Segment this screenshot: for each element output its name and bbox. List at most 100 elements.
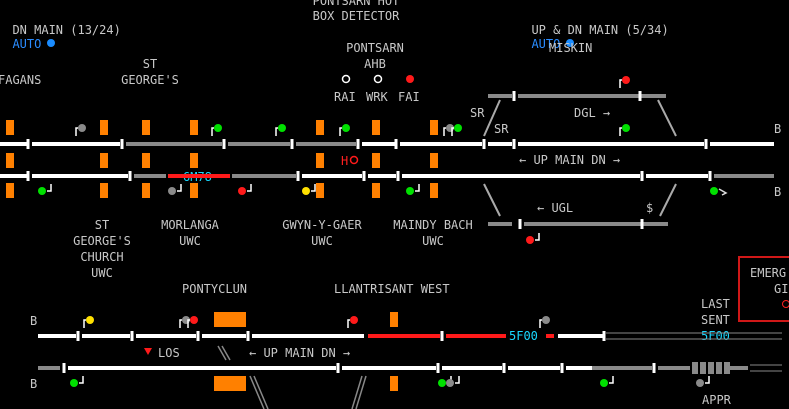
signal-head-icon[interactable]	[526, 236, 534, 244]
level-crossing-barrier[interactable]	[430, 120, 438, 135]
up-dn-main-label: UP & DN MAIN (5/34)	[531, 23, 669, 37]
level-crossing-barrier[interactable]	[372, 153, 380, 168]
label-fai[interactable]: FAI	[398, 90, 420, 104]
level-crossing-barrier[interactable]	[190, 120, 198, 135]
signal-head-icon[interactable]	[696, 379, 704, 387]
level-crossing-barrier[interactable]	[390, 376, 398, 391]
label-sr-2: SR	[494, 122, 509, 136]
signal-post-icon	[187, 319, 190, 328]
signal-head-icon[interactable]	[600, 379, 608, 387]
label-sr-1: SR	[470, 106, 485, 120]
label-pontsarn-1: PONTSARN	[346, 41, 404, 55]
level-crossing-barrier[interactable]	[6, 183, 14, 198]
signal-post-icon	[705, 376, 710, 384]
level-crossing-barrier[interactable]	[316, 183, 324, 198]
los-marker-icon[interactable]	[144, 348, 152, 355]
emergency-panel[interactable]: EMERG GI	[738, 256, 789, 322]
level-crossing-barrier[interactable]	[142, 153, 150, 168]
level-crossing-barrier[interactable]	[316, 153, 324, 168]
level-crossing-barrier[interactable]	[190, 153, 198, 168]
label-rai[interactable]: RAI	[334, 90, 356, 104]
hotbox-label-1: PONTSARN HOT	[312, 0, 400, 8]
label-ugl: ← UGL	[537, 201, 574, 215]
label-wrk[interactable]: WRK	[366, 90, 388, 104]
up-dn-main-status[interactable]: UP & DN MAIN (5/34) AUTO	[517, 9, 669, 51]
approach-block	[692, 362, 698, 374]
signal-post-icon	[451, 127, 454, 136]
signal-post-icon	[339, 127, 342, 136]
level-crossing-barrier[interactable]	[6, 153, 14, 168]
label-pontsarn-2: AHB	[364, 57, 386, 71]
signal-head-icon[interactable]	[278, 124, 286, 132]
level-crossing-barrier[interactable]	[430, 153, 438, 168]
label-los[interactable]: LOS	[158, 346, 180, 360]
crossover	[483, 183, 501, 217]
signal-post-icon	[609, 376, 614, 384]
signal-head-icon[interactable]	[542, 316, 550, 324]
crossover	[351, 375, 363, 409]
label-up-main-dn-2: ← UP MAIN DN →	[249, 346, 351, 360]
level-crossing-barrier[interactable]	[372, 120, 380, 135]
signal-head-icon[interactable]	[86, 316, 94, 324]
level-crossing-barrier[interactable]	[316, 120, 324, 135]
signal-head-icon[interactable]	[238, 187, 246, 195]
signal-head-icon[interactable]	[406, 187, 414, 195]
level-crossing-barrier[interactable]	[6, 120, 14, 135]
label-morlanga-2: UWC	[179, 234, 201, 248]
signal-post-icon	[455, 376, 460, 384]
signal-head-icon[interactable]	[710, 187, 718, 195]
signal-post-icon	[535, 233, 540, 241]
label-b-left-2: B	[30, 377, 38, 391]
signal-head-icon[interactable]	[214, 124, 222, 132]
emergency-label-1: EMERG	[750, 266, 787, 280]
dn-main-status[interactable]: DN MAIN (13/24) AUTO	[0, 9, 121, 51]
signal-head-icon[interactable]	[622, 76, 630, 84]
level-crossing-barrier[interactable]	[372, 183, 380, 198]
level-crossing-barrier[interactable]	[214, 376, 246, 391]
level-crossing-barrier[interactable]	[214, 312, 246, 327]
hand-signal-label[interactable]: H	[341, 154, 349, 168]
level-crossing-barrier[interactable]	[100, 183, 108, 198]
signal-post-icon	[539, 319, 542, 328]
fai-lamp-icon[interactable]	[406, 75, 414, 83]
level-crossing-barrier[interactable]	[142, 120, 150, 135]
train-berth-5f00[interactable]: 5F00	[509, 329, 538, 343]
signal-head-icon[interactable]	[302, 187, 310, 195]
crossover	[483, 99, 501, 137]
label-last-sent-1: LAST	[701, 297, 730, 311]
level-crossing-barrier[interactable]	[100, 153, 108, 168]
signal-head-icon[interactable]	[438, 379, 446, 387]
level-crossing-barrier[interactable]	[190, 183, 198, 198]
level-crossing-barrier[interactable]	[390, 312, 398, 327]
wrk-lamp-icon[interactable]	[373, 74, 383, 84]
level-crossing-barrier[interactable]	[142, 183, 150, 198]
crossover	[355, 375, 367, 409]
crossover	[221, 345, 231, 361]
signal-post-icon	[179, 319, 182, 328]
level-crossing-barrier[interactable]	[430, 183, 438, 198]
signal-head-icon[interactable]	[446, 379, 454, 387]
dn-main-label: DN MAIN (13/24)	[12, 23, 121, 37]
signal-head-icon[interactable]	[168, 187, 176, 195]
crossover	[659, 183, 677, 217]
label-b-right-1: B	[774, 122, 782, 136]
signal-head-icon[interactable]	[78, 124, 86, 132]
hand-signal-icon[interactable]	[349, 155, 359, 165]
signal-head-icon[interactable]	[190, 316, 198, 324]
level-crossing-barrier[interactable]	[100, 120, 108, 135]
signal-head-icon[interactable]	[350, 316, 358, 324]
signal-head-icon[interactable]	[454, 124, 462, 132]
signal-head-icon[interactable]	[622, 124, 630, 132]
signal-head-icon[interactable]	[38, 187, 46, 195]
signal-head-icon[interactable]	[342, 124, 350, 132]
signal-post-icon	[347, 319, 350, 328]
up-dn-main-auto[interactable]: AUTO	[531, 37, 561, 51]
label-pontyclun: PONTYCLUN	[182, 282, 248, 296]
label-morlanga-1: MORLANGA	[161, 218, 219, 232]
rai-lamp-icon[interactable]	[341, 74, 351, 84]
dn-main-auto-dot-icon	[47, 39, 56, 47]
signal-head-icon[interactable]	[70, 379, 78, 387]
label-up-main-dn-1: ← UP MAIN DN →	[519, 153, 621, 167]
dn-main-auto[interactable]: AUTO	[12, 37, 42, 51]
